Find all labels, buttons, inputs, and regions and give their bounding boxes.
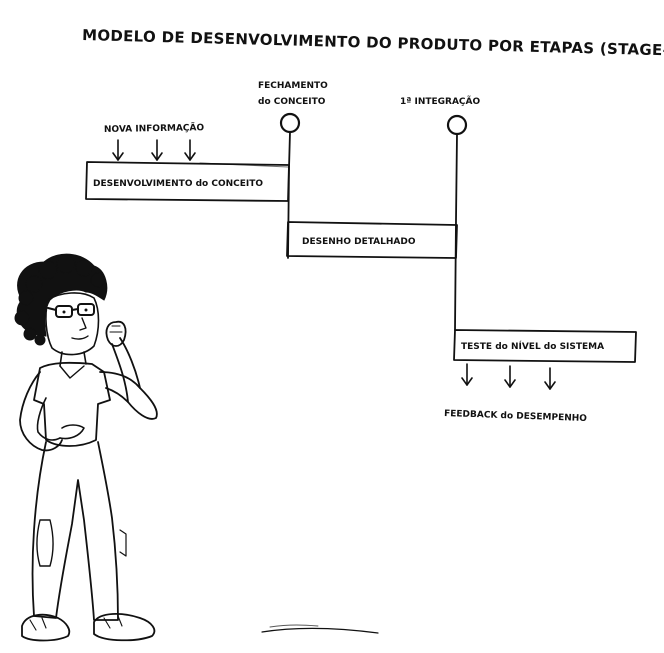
gate-2-label: 1ª INTEGRAÇÃO bbox=[400, 96, 480, 107]
gate-1-circle bbox=[279, 112, 301, 134]
ground-line bbox=[261, 627, 379, 634]
gate-1-label-line2: do CONCEITO bbox=[258, 97, 326, 107]
stage-2-box bbox=[286, 221, 458, 259]
stage-3-label: TESTE do NÍVEL do SISTEMA bbox=[461, 340, 604, 352]
thinking-person-illustration bbox=[14, 253, 158, 642]
gate-2-line bbox=[454, 133, 458, 331]
input-arrow-2 bbox=[151, 139, 163, 161]
gate-1-label-line1: FECHAMENTO bbox=[258, 81, 328, 91]
right-shoe bbox=[93, 613, 156, 642]
input-arrow-3 bbox=[184, 139, 196, 161]
left-shoe bbox=[21, 613, 71, 642]
torso bbox=[33, 361, 111, 447]
diagram-title: MODELO DE DESENVOLVIMENTO DO PRODUTO POR… bbox=[82, 26, 664, 61]
output-arrow-3 bbox=[544, 367, 556, 390]
hand-at-chin bbox=[105, 320, 127, 347]
glasses bbox=[47, 303, 95, 318]
gate-2-circle bbox=[446, 114, 468, 136]
stage-3-box bbox=[453, 329, 637, 363]
output-arrow-1 bbox=[461, 363, 473, 386]
new-information-label: NOVA INFORMAÇÃO bbox=[104, 122, 205, 135]
curly-hair bbox=[14, 253, 108, 346]
pants bbox=[31, 441, 119, 621]
stage-1-label: DESENVOLVIMENTO do CONCEITO bbox=[93, 179, 263, 189]
hip-arm bbox=[19, 371, 63, 452]
input-arrows bbox=[112, 139, 196, 161]
input-arrow-1 bbox=[112, 139, 124, 161]
stage-2-label: DESENHO DETALHADO bbox=[302, 237, 416, 247]
performance-feedback-label: FEEDBACK do DESEMPENHO bbox=[444, 409, 587, 424]
output-arrow-2 bbox=[504, 365, 516, 388]
phone-pocket bbox=[36, 519, 54, 567]
output-arrows bbox=[461, 363, 556, 390]
raised-arm bbox=[99, 371, 158, 420]
